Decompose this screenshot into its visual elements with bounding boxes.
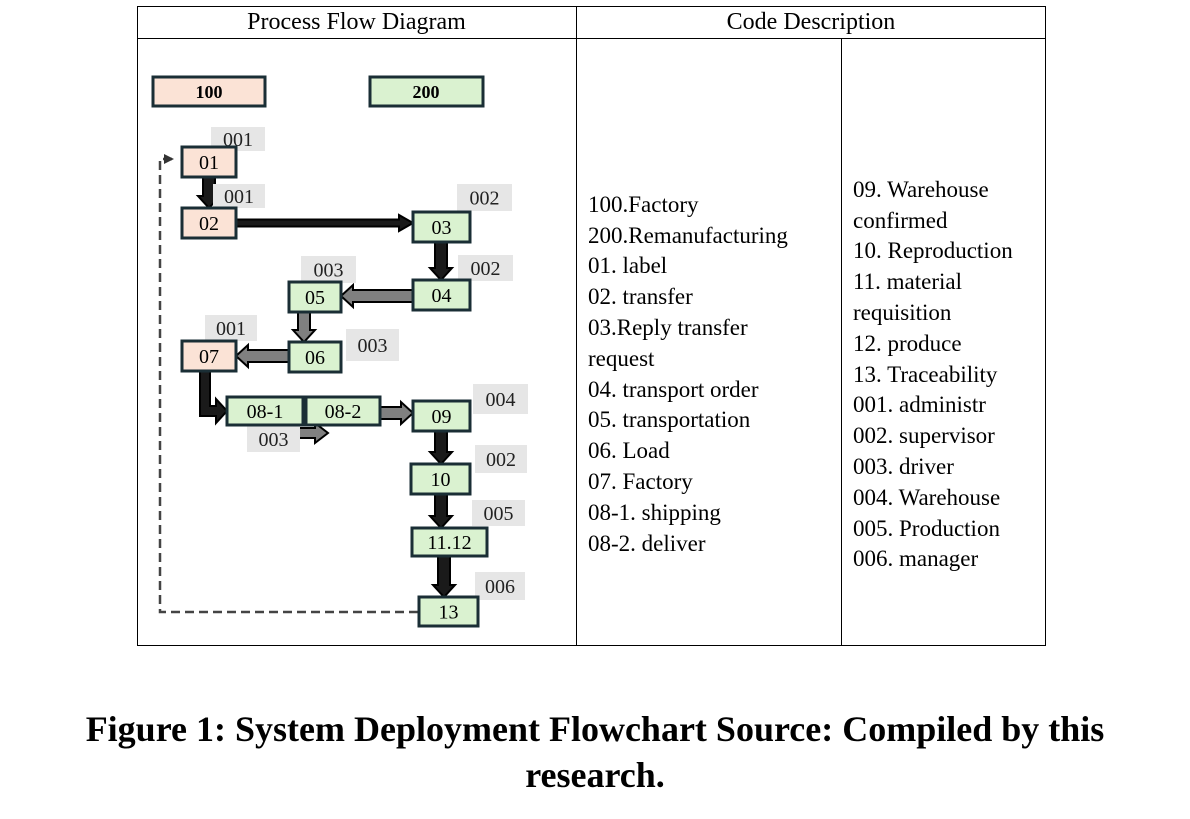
edge-08-2-to-09 bbox=[379, 399, 415, 427]
node-09: 09 bbox=[411, 399, 472, 433]
code-item: 09. Warehouse confirmed bbox=[853, 176, 989, 233]
node-04: 04 bbox=[411, 278, 472, 312]
legend-factory: 100 bbox=[151, 75, 267, 108]
node-label: 03 bbox=[432, 217, 452, 239]
code-list-left: 100.Factory 200.Remanufacturing 01. label 0… bbox=[588, 159, 833, 590]
code-item: 001. administr bbox=[853, 392, 986, 418]
edge-13-to-01 bbox=[158, 154, 418, 614]
role-badge: 002 bbox=[475, 445, 527, 473]
role-badge-label: 004 bbox=[486, 389, 516, 411]
role-badge: 002 bbox=[457, 184, 512, 211]
role-badge: 003 bbox=[346, 329, 399, 361]
code-item: 11. material requisition bbox=[853, 269, 962, 325]
node-07: 07 bbox=[180, 339, 238, 373]
edge-11.12-to-13 bbox=[430, 555, 458, 599]
role-badge-label: 003 bbox=[314, 260, 344, 282]
code-item: 02. transfer bbox=[588, 284, 693, 310]
node-08-1: 08-1 bbox=[225, 395, 305, 427]
role-badge-label: 002 bbox=[486, 449, 516, 471]
role-badge: 004 bbox=[473, 384, 528, 414]
header-divider bbox=[137, 38, 1046, 39]
node-label: 08-1 bbox=[247, 401, 284, 423]
node-05: 05 bbox=[287, 280, 343, 314]
legend-reman-label: 200 bbox=[413, 82, 440, 102]
column-divider-1 bbox=[576, 6, 577, 646]
code-item: 006. manager bbox=[853, 546, 979, 572]
header-process-flow: Process Flow Diagram bbox=[247, 9, 466, 35]
code-item: 13. Traceability bbox=[853, 361, 998, 387]
role-badge-label: 005 bbox=[484, 503, 514, 525]
node-label: 07 bbox=[199, 346, 219, 368]
edge-06-to-07 bbox=[234, 342, 290, 370]
code-item: 12. produce bbox=[853, 330, 962, 356]
node-label: 08-2 bbox=[325, 401, 362, 423]
edge-10-to-11.12 bbox=[427, 493, 455, 530]
legend-factory-label: 100 bbox=[196, 82, 223, 102]
role-badge: 006 bbox=[475, 572, 525, 600]
edge-02-to-03 bbox=[235, 213, 416, 233]
edge-03-to-04 bbox=[427, 241, 455, 282]
role-badge-label: 002 bbox=[471, 258, 501, 280]
column-divider-2 bbox=[841, 38, 842, 646]
code-item: 06. Load bbox=[588, 438, 670, 464]
code-item: 05. transportation bbox=[588, 407, 751, 433]
role-badge-label: 003 bbox=[259, 429, 289, 451]
role-badge-label: 003 bbox=[358, 335, 388, 357]
role-badge-label: 002 bbox=[470, 188, 500, 210]
figure-caption: Figure 1: System Deployment Flowchart So… bbox=[85, 709, 1105, 795]
header-code-description: Code Description bbox=[726, 9, 896, 35]
role-badge-label: 001 bbox=[224, 186, 254, 208]
role-badge: 002 bbox=[458, 255, 513, 281]
node-label: 04 bbox=[432, 285, 452, 307]
code-item: 03.Reply transfer request bbox=[588, 314, 748, 371]
legend-remanufacturing: 200 bbox=[368, 75, 485, 108]
edge-05-to-06 bbox=[290, 311, 318, 344]
table-frame bbox=[137, 6, 1046, 646]
role-badge: 003 bbox=[247, 426, 300, 452]
role-badge: 001 bbox=[205, 315, 257, 341]
code-item: 003. driver bbox=[853, 453, 954, 479]
node-02: 02 bbox=[180, 206, 238, 240]
node-13: 13 bbox=[417, 595, 480, 628]
node-label: 06 bbox=[305, 347, 325, 369]
code-item: 08-1. shipping bbox=[588, 499, 721, 525]
node-01: 01 bbox=[180, 145, 238, 179]
code-item: 08-2. deliver bbox=[588, 530, 706, 556]
role-badge-label: 006 bbox=[485, 576, 515, 598]
node-label: 13 bbox=[439, 602, 459, 624]
node-10: 10 bbox=[409, 462, 472, 496]
code-item: 005. Production bbox=[853, 515, 1000, 541]
node-label: 10 bbox=[431, 469, 451, 491]
code-list-right: 09. Warehouse confirmed 10. Reproduction 1… bbox=[853, 144, 1043, 606]
node-06: 06 bbox=[287, 340, 343, 374]
code-item: 100.Factory bbox=[588, 191, 699, 217]
node-03: 03 bbox=[411, 210, 472, 244]
edge-04-to-05 bbox=[339, 282, 414, 310]
node-label: 02 bbox=[199, 213, 219, 235]
role-badge: 003 bbox=[301, 256, 356, 283]
node-label: 11.12 bbox=[427, 532, 471, 554]
code-item: 07. Factory bbox=[588, 468, 693, 494]
code-item: 004. Warehouse bbox=[853, 484, 1001, 510]
node-label: 09 bbox=[432, 406, 452, 428]
role-badge: 005 bbox=[472, 500, 525, 526]
role-badge-label: 001 bbox=[216, 318, 246, 340]
code-item: 002. supervisor bbox=[853, 423, 995, 449]
node-08-2: 08-2 bbox=[304, 395, 382, 427]
code-item: 200.Remanufacturing bbox=[588, 222, 788, 248]
node-label: 05 bbox=[305, 287, 325, 309]
code-item: 01. label bbox=[588, 253, 668, 279]
code-item: 10. Reproduction bbox=[853, 238, 1013, 264]
node-label: 01 bbox=[199, 152, 219, 174]
edge-07-to-08-1 bbox=[199, 370, 229, 426]
edge-09-to-10 bbox=[427, 430, 455, 466]
code-item: 04. transport order bbox=[588, 376, 759, 402]
role-badge: 001 bbox=[213, 184, 265, 208]
node-11.12: 11.12 bbox=[410, 526, 489, 558]
